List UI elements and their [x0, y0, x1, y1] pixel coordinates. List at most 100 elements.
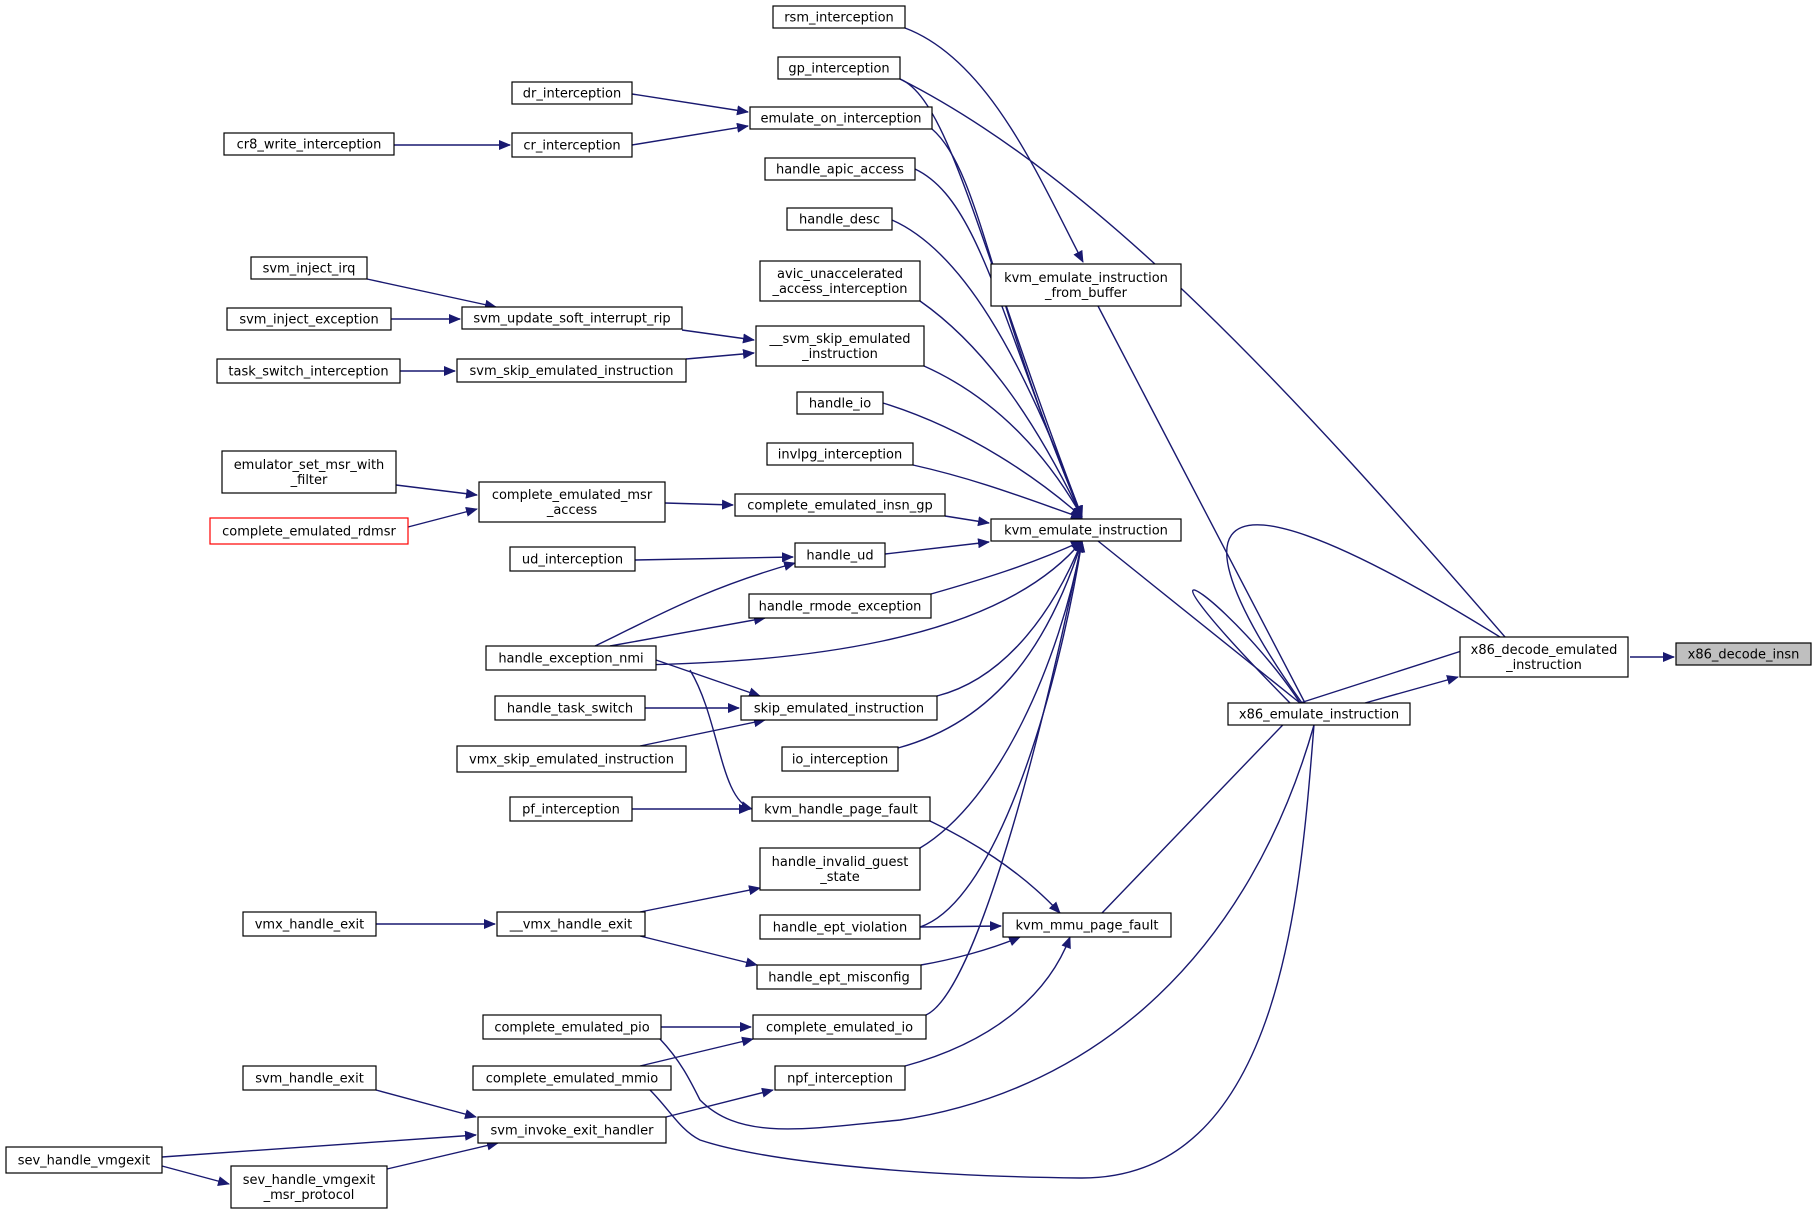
node-label: kvm_mmu_page_fault [1016, 919, 1159, 934]
node-box [990, 518, 1182, 542]
node-label: _state [819, 870, 859, 885]
node-label: handle_io [809, 397, 871, 412]
node-kvm-handle-page-fault[interactable]: kvm_handle_page_fault [751, 796, 931, 822]
call-edge [659, 724, 1315, 1130]
node-label: _filter [290, 473, 328, 488]
node-handle-invalid-guest[interactable]: handle_invalid_guest_state [759, 847, 921, 891]
node-box [774, 1065, 906, 1091]
call-edge [930, 540, 1083, 595]
node-sev-handle-vmgexit-msr[interactable]: sev_handle_vmgexit_msr_protocol [230, 1165, 388, 1209]
node-complete-emulated-io[interactable]: complete_emulated_io [752, 1014, 927, 1040]
node-vmx-handle-exit[interactable]: vmx_handle_exit [242, 911, 377, 937]
node-complete-emulated-insn-gp[interactable]: complete_emulated_insn_gp [734, 493, 946, 517]
call-edge [161, 1130, 477, 1158]
node-x86-decode-insn[interactable]: x86_decode_insn [1675, 642, 1812, 666]
call-edge [919, 921, 1002, 932]
node-pf-interception[interactable]: pf_interception [509, 796, 633, 822]
call-edge [925, 540, 1085, 1016]
call-edge [1097, 540, 1301, 704]
node-sev-handle-vmgexit[interactable]: sev_handle_vmgexit [5, 1146, 163, 1174]
node-task-switch-interception[interactable]: task_switch_interception [216, 358, 401, 384]
node-rsm-interception[interactable]: rsm_interception [772, 5, 906, 29]
node-label: x86_decode_emulated [1471, 643, 1618, 658]
node-handle-ept-misconfig[interactable]: handle_ept_misconfig [756, 964, 922, 990]
node-label: io_interception [792, 753, 888, 768]
node-box [1675, 642, 1812, 666]
call-edge [891, 219, 1083, 518]
node-box [472, 1065, 672, 1091]
node-handle-apic-access[interactable]: handle_apic_access [764, 157, 916, 181]
node-vmx-skip-emulated-instruction[interactable]: vmx_skip_emulated_instruction [456, 745, 687, 773]
call-edge [899, 78, 1083, 518]
node-layer: x86_decode_insn x86_decode_emulated_instr… [5, 5, 1812, 1209]
call-edge [914, 168, 1083, 518]
node-box [990, 263, 1182, 307]
node-x86-emulate-instruction[interactable]: x86_emulate_instruction [1227, 702, 1411, 726]
node-gp-interception[interactable]: gp_interception [777, 56, 901, 80]
node-cr8-write-interception[interactable]: cr8_write_interception [223, 132, 395, 156]
node-box [223, 132, 395, 156]
node-label: handle_ud [806, 549, 873, 564]
node-label: handle_desc [799, 213, 880, 228]
node-label: _msr_protocol [263, 1188, 355, 1203]
node-label: cr8_write_interception [237, 138, 382, 153]
node-emulator-set-msr[interactable]: emulator_set_msr_with_filter [221, 450, 397, 494]
call-edge [609, 615, 766, 647]
node-handle-ud[interactable]: handle_ud [794, 542, 886, 568]
node-complete-emulated-pio[interactable]: complete_emulated_pio [482, 1014, 662, 1040]
node-handle-exception-nmi[interactable]: handle_exception_nmi [485, 645, 657, 671]
node-svm-handle-exit[interactable]: svm_handle_exit [242, 1065, 377, 1091]
node-svm-update-soft-interrupt-rip[interactable]: svm_update_soft_interrupt_rip [461, 306, 683, 330]
call-edge [649, 724, 1315, 1179]
call-edge [665, 1087, 774, 1118]
node-cr-interception[interactable]: cr_interception [511, 132, 633, 158]
node-box [755, 325, 925, 367]
node-kvm-emulate-instruction-from-buffer[interactable]: kvm_emulate_instruction_from_buffer [990, 263, 1182, 307]
node-box [509, 796, 633, 822]
node-complete-emulated-mmio[interactable]: complete_emulated_mmio [472, 1065, 672, 1091]
node-complete-emulated-msr[interactable]: complete_emulated_msr_access [478, 481, 666, 523]
node-dr-interception[interactable]: dr_interception [511, 81, 633, 105]
call-edge [882, 402, 1083, 518]
node-label: handle_rmode_exception [759, 600, 922, 615]
node-svm-inject-exception[interactable]: svm_inject_exception [226, 307, 392, 331]
node-box [794, 542, 886, 568]
call-edge [1364, 675, 1459, 704]
node-svm-inject-irq[interactable]: svm_inject_irq [250, 256, 368, 280]
node-box [756, 964, 922, 990]
node-box [764, 157, 916, 181]
node-box [509, 546, 636, 572]
node-label: handle_task_switch [507, 702, 633, 717]
call-edge [366, 278, 497, 310]
node-svm-skip-emulated[interactable]: __svm_skip_emulated_instruction [755, 325, 925, 367]
node-emulate-on-interception[interactable]: emulate_on_interception [749, 106, 933, 130]
node-handle-desc[interactable]: handle_desc [786, 207, 893, 231]
node-svm-skip-emulated-instruction[interactable]: svm_skip_emulated_instruction [456, 358, 687, 383]
node-kvm-emulate-instruction[interactable]: kvm_emulate_instruction [990, 518, 1182, 542]
node-handle-rmode-exception[interactable]: handle_rmode_exception [748, 593, 932, 619]
node-complete-emulated-rdmsr[interactable]: complete_emulated_rdmsr [209, 517, 409, 545]
node-avic-unaccelerated[interactable]: avic_unaccelerated_access_interception [759, 260, 921, 302]
node-box [209, 517, 409, 545]
call-edge [639, 935, 758, 968]
node-x86-decode-emulated[interactable]: x86_decode_emulated_instruction [1459, 636, 1629, 678]
node-handle-task-switch[interactable]: handle_task_switch [494, 695, 646, 721]
node-vmx-handle-exit-inner[interactable]: __vmx_handle_exit [496, 911, 646, 937]
node-io-interception[interactable]: io_interception [781, 746, 899, 772]
node-label: rsm_interception [784, 11, 894, 26]
node-box [777, 56, 901, 80]
node-label: handle_ept_misconfig [768, 971, 909, 986]
node-svm-invoke-exit-handler[interactable]: svm_invoke_exit_handler [477, 1116, 667, 1144]
node-label: svm_invoke_exit_handler [490, 1124, 654, 1139]
node-box [242, 1065, 377, 1091]
node-handle-io[interactable]: handle_io [796, 391, 884, 415]
call-edge [639, 885, 761, 913]
node-box [759, 847, 921, 891]
node-handle-ept-violation[interactable]: handle_ept_violation [759, 914, 921, 940]
node-invlpg-interception[interactable]: invlpg_interception [766, 442, 914, 466]
node-kvm-mmu-page-fault[interactable]: kvm_mmu_page_fault [1002, 912, 1172, 938]
node-ud-interception[interactable]: ud_interception [509, 546, 636, 572]
node-box [1227, 702, 1411, 726]
node-skip-emulated-instruction[interactable]: skip_emulated_instruction [740, 695, 938, 721]
node-npf-interception[interactable]: npf_interception [774, 1065, 906, 1091]
